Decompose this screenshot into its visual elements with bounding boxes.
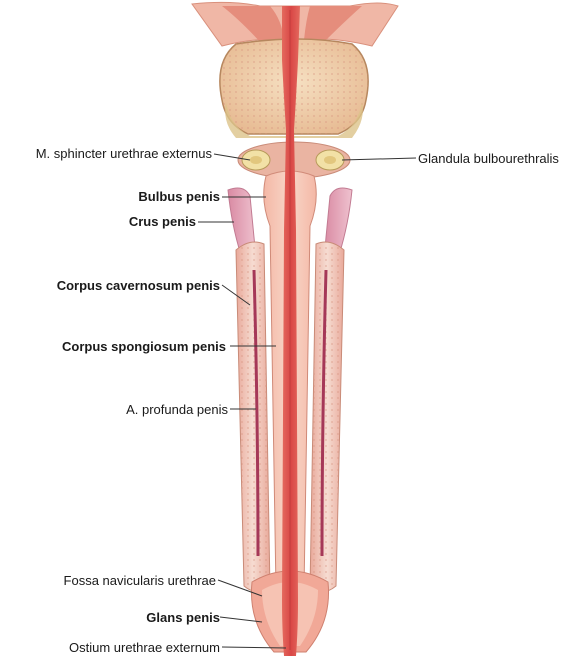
label-glans-penis: Glans penis	[60, 610, 220, 625]
label-glandula-bulbourethralis: Glandula bulbourethralis	[418, 151, 578, 166]
corpus-cavernosum-right	[310, 242, 344, 592]
label-corpus-cavernosum-penis: Corpus cavernosum penis	[10, 278, 220, 293]
label-corpus-spongiosum-penis: Corpus spongiosum penis	[10, 339, 226, 354]
label-a-profunda-penis: A. profunda penis	[60, 402, 228, 417]
label-bulbus-penis: Bulbus penis	[80, 189, 220, 204]
label-sphincter-urethrae-externus: M. sphincter urethrae externus	[8, 146, 212, 161]
label-crus-penis: Crus penis	[80, 214, 196, 229]
label-ostium-urethrae-externum: Ostium urethrae externum	[10, 640, 220, 655]
corpus-cavernosum-left	[236, 242, 270, 592]
label-fossa-navicularis-urethrae: Fossa navicularis urethrae	[10, 573, 216, 588]
